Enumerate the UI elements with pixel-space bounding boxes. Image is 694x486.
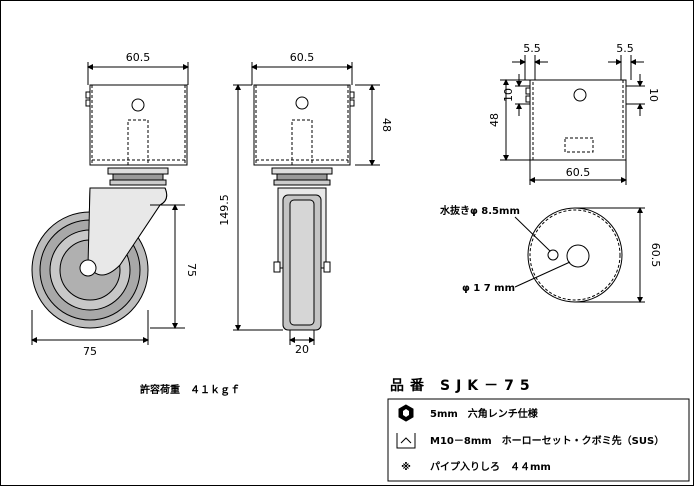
legend-item-hex-wrench: 5mm 六角レンチ仕様 [430,407,539,420]
plan-view [500,55,645,185]
pipe-diameter-label: φ 1 7 mm [462,283,515,294]
side-view [233,62,380,345]
front-view [31,62,189,345]
plan-offset-v-left-label: 10 [502,88,515,102]
wheel-width-label: 75 [83,345,97,358]
total-height-label: 149.5 [218,194,231,226]
legend-item-set-screw: M10－8mm ホーローセット・クボミ先（SUS） [430,434,664,447]
drain-hole-label: 水抜きφ 8.5mm [439,204,520,217]
set-screw-icon [396,433,416,449]
load-capacity: 許容荷重 ４１ｋｇｆ [140,383,240,397]
legend-item-pipe-insert: パイプ入りしろ ４４mm [430,460,551,473]
front-top-width-label: 60.5 [126,51,151,64]
bracket-height-label: 48 [380,118,393,132]
plan-height-label: 48 [488,113,501,127]
part-number-label: 品番 [390,377,430,394]
wheel-thickness-label: 20 [295,343,309,356]
plan-width-label: 60.5 [566,166,591,179]
plan-offset-v-right-label: 10 [647,88,660,102]
part-number-value: SJK－75 [440,378,536,394]
plan-offset-right-label: 5.5 [616,42,634,55]
circle-diameter-label: 60.5 [649,243,662,268]
wheel-height-label: 75 [185,263,198,277]
note-mark-icon: ※ [401,461,411,473]
bottom-view [514,207,645,303]
legend-box [387,398,690,482]
plan-offset-left-label: 5.5 [523,42,541,55]
side-top-width-label: 60.5 [290,51,315,64]
